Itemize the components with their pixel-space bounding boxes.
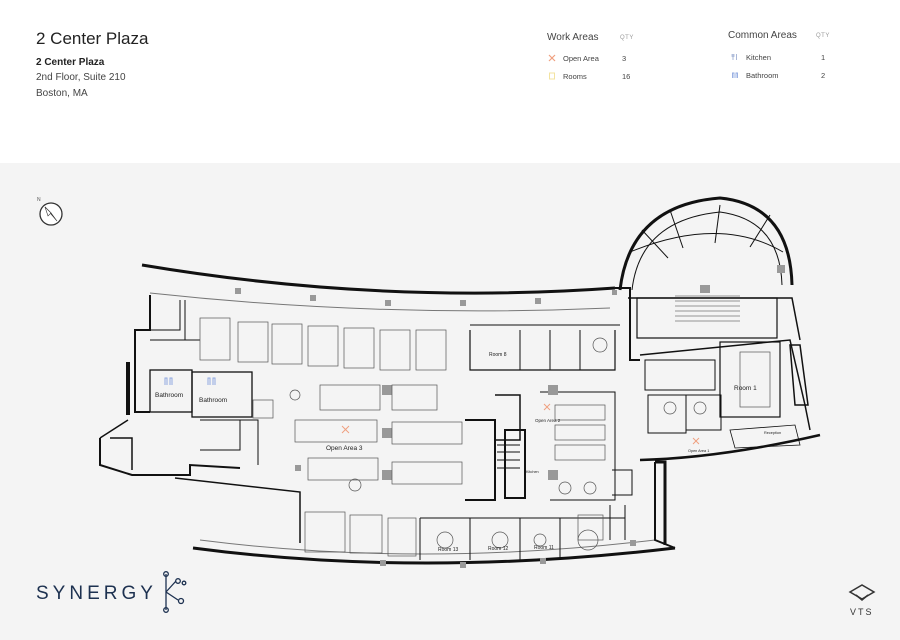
header: 2 Center Plaza 2 Center Plaza 2nd Floor,… bbox=[0, 0, 900, 163]
label-bathroom-1: Bathroom bbox=[155, 392, 183, 399]
legend-kitchen-qty: 1 bbox=[821, 53, 826, 62]
page-title: 2 Center Plaza bbox=[36, 29, 149, 48]
compass-icon: N bbox=[37, 197, 63, 226]
bathroom-icon bbox=[732, 72, 738, 78]
address-line-1: 2nd Floor, Suite 210 bbox=[36, 72, 126, 83]
vts-mark-icon bbox=[848, 584, 876, 600]
common-areas-title: Common Areas bbox=[728, 30, 797, 41]
legend-rooms-qty: 16 bbox=[622, 72, 631, 81]
floorplan-area: N bbox=[0, 163, 900, 640]
legend-bathroom-label: Bathroom bbox=[746, 71, 779, 80]
address-line-2: Boston, MA bbox=[36, 88, 88, 99]
legend-kitchen-label: Kitchen bbox=[746, 53, 772, 62]
work-areas-qty-header: QTY bbox=[620, 35, 634, 41]
open-area-icon bbox=[548, 54, 556, 62]
label-open-area-3: Open Area 3 bbox=[326, 445, 363, 452]
window-columns bbox=[235, 265, 785, 568]
legend-open-area-label: Open Area bbox=[563, 54, 599, 63]
open-area-marker-icon bbox=[341, 403, 700, 445]
label-room-12: Room 12 bbox=[488, 546, 509, 552]
label-room-8: Room 8 bbox=[489, 352, 507, 358]
round-tables bbox=[289, 337, 707, 551]
synergy-logo: SYNERGY bbox=[36, 571, 187, 613]
bathroom-marker-icon bbox=[164, 377, 216, 385]
label-open-area-1: Open Area 1 bbox=[688, 449, 709, 453]
label-room-1: Room 1 bbox=[734, 385, 757, 392]
building-outline bbox=[99, 196, 821, 565]
legend-open-area-qty: 3 bbox=[622, 54, 627, 63]
label-reception: Reception bbox=[764, 431, 781, 435]
vts-logo-text: VTS bbox=[850, 607, 874, 617]
legend-rooms-label: Rooms bbox=[563, 72, 587, 81]
floorplan: N bbox=[36, 196, 876, 617]
label-room-11: Room 11 bbox=[534, 545, 554, 551]
label-open-area-2: Open Area 2 bbox=[535, 418, 561, 423]
work-areas-title: Work Areas bbox=[547, 32, 599, 43]
label-bathroom-2: Bathroom bbox=[199, 397, 227, 404]
label-kitchen: Kitchen bbox=[526, 470, 539, 474]
legend-bathroom-qty: 2 bbox=[821, 71, 826, 80]
kitchen-icon bbox=[731, 54, 737, 60]
address-name: 2 Center Plaza bbox=[36, 57, 105, 68]
room-icon bbox=[549, 72, 555, 80]
common-areas-qty-header: QTY bbox=[816, 33, 830, 39]
vts-logo: VTS bbox=[848, 584, 876, 617]
label-room-13: Room 13 bbox=[438, 547, 459, 553]
synergy-mark-icon bbox=[163, 571, 187, 613]
desk-clusters bbox=[199, 317, 771, 557]
synergy-logo-text: SYNERGY bbox=[36, 583, 157, 604]
compass-north-label: N bbox=[37, 197, 41, 203]
